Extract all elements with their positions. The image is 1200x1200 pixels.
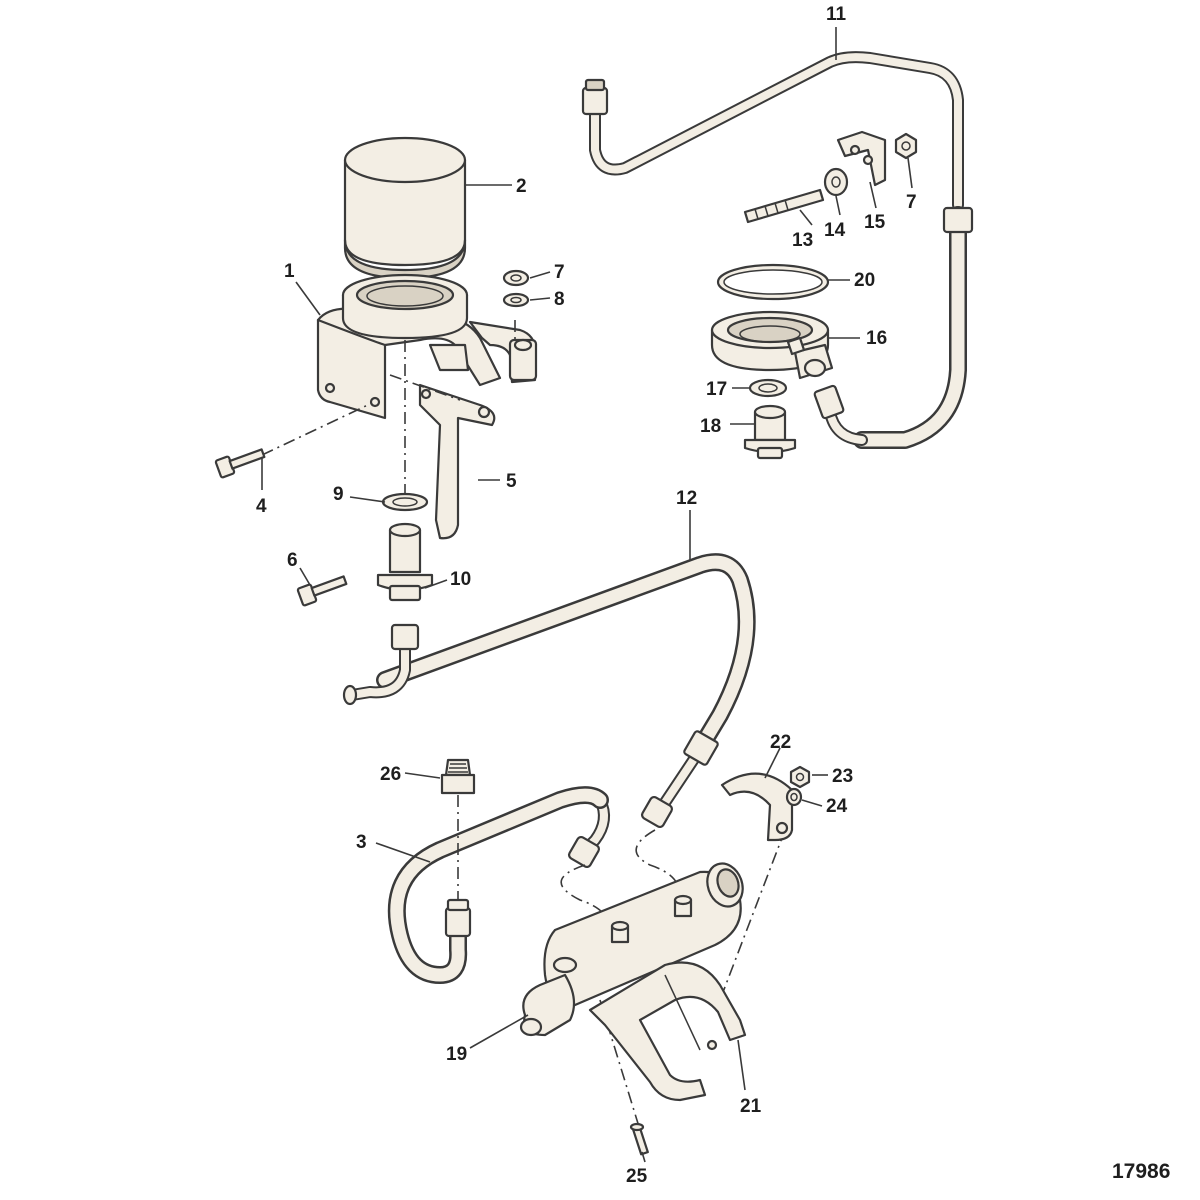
bolt-6: [296, 575, 348, 607]
figure-number: 17986: [1112, 1160, 1170, 1183]
tube-11: [581, 51, 964, 211]
callout-10: 10: [450, 569, 471, 590]
fitting-10: [376, 522, 434, 602]
fitting-19: [743, 404, 797, 460]
bolt-4: [214, 448, 266, 479]
callout-15: 15: [864, 212, 886, 233]
o-ring-17: [716, 263, 830, 301]
callout-5: 5: [506, 471, 517, 492]
hose-11-lower: [813, 206, 974, 449]
nut-7-right: [894, 132, 918, 160]
callout-11: 11: [826, 4, 847, 25]
washer-14: [823, 167, 849, 197]
bracket-1: [316, 273, 538, 420]
plug-26: [440, 758, 476, 795]
callout-2: 2: [516, 176, 527, 197]
callout-17: 20: [854, 270, 875, 291]
callout-23: 22: [770, 732, 791, 753]
callout-18: 17: [706, 379, 727, 400]
callout-21: 21: [740, 1096, 762, 1117]
alignment-lines-left: [261, 320, 516, 500]
strap-21: [588, 961, 747, 1102]
stud-13: [743, 188, 825, 224]
cooler-20: [519, 862, 744, 1037]
clamp-15: [836, 130, 887, 187]
callout-3: 3: [356, 832, 367, 853]
callout-7-upper: 7: [554, 262, 565, 283]
filter-canister-2: [343, 136, 467, 280]
callout-8: 8: [554, 289, 565, 310]
nut-24: [789, 765, 811, 789]
callout-26: 26: [380, 764, 401, 785]
screw-22: [629, 1122, 649, 1156]
callout-22: 25: [626, 1166, 648, 1187]
callout-25: 24: [826, 796, 848, 817]
filter-head-16: [710, 310, 834, 380]
callout-4: 4: [256, 496, 267, 517]
strap-23: [720, 772, 794, 842]
callout-24: 23: [832, 766, 853, 787]
callout-16: 16: [866, 328, 887, 349]
callout-20: 19: [446, 1044, 467, 1065]
callout-1: 1: [284, 261, 295, 282]
callout-7-right: 7: [906, 192, 917, 213]
callout-13: 13: [792, 230, 813, 251]
elbow-fitting-12: [342, 623, 420, 706]
washer-9: [381, 492, 429, 512]
callout-9: 9: [333, 484, 344, 505]
callout-19: 18: [700, 416, 721, 437]
callout-6: 6: [287, 550, 298, 571]
callout-labels: 2 1 7 8 5 4 9 6 10 11 13 14 15 7 20 16 1…: [256, 4, 1170, 1187]
callout-14: 14: [824, 220, 846, 241]
support-arm-5: [418, 383, 496, 540]
nut-7-upper: [502, 269, 530, 287]
washer-18: [748, 378, 788, 398]
hose-12: [376, 553, 756, 829]
callout-12: 12: [676, 488, 697, 509]
leader-lines: [261, 27, 913, 1163]
washer-25: [785, 787, 803, 807]
washer-8: [502, 292, 530, 308]
